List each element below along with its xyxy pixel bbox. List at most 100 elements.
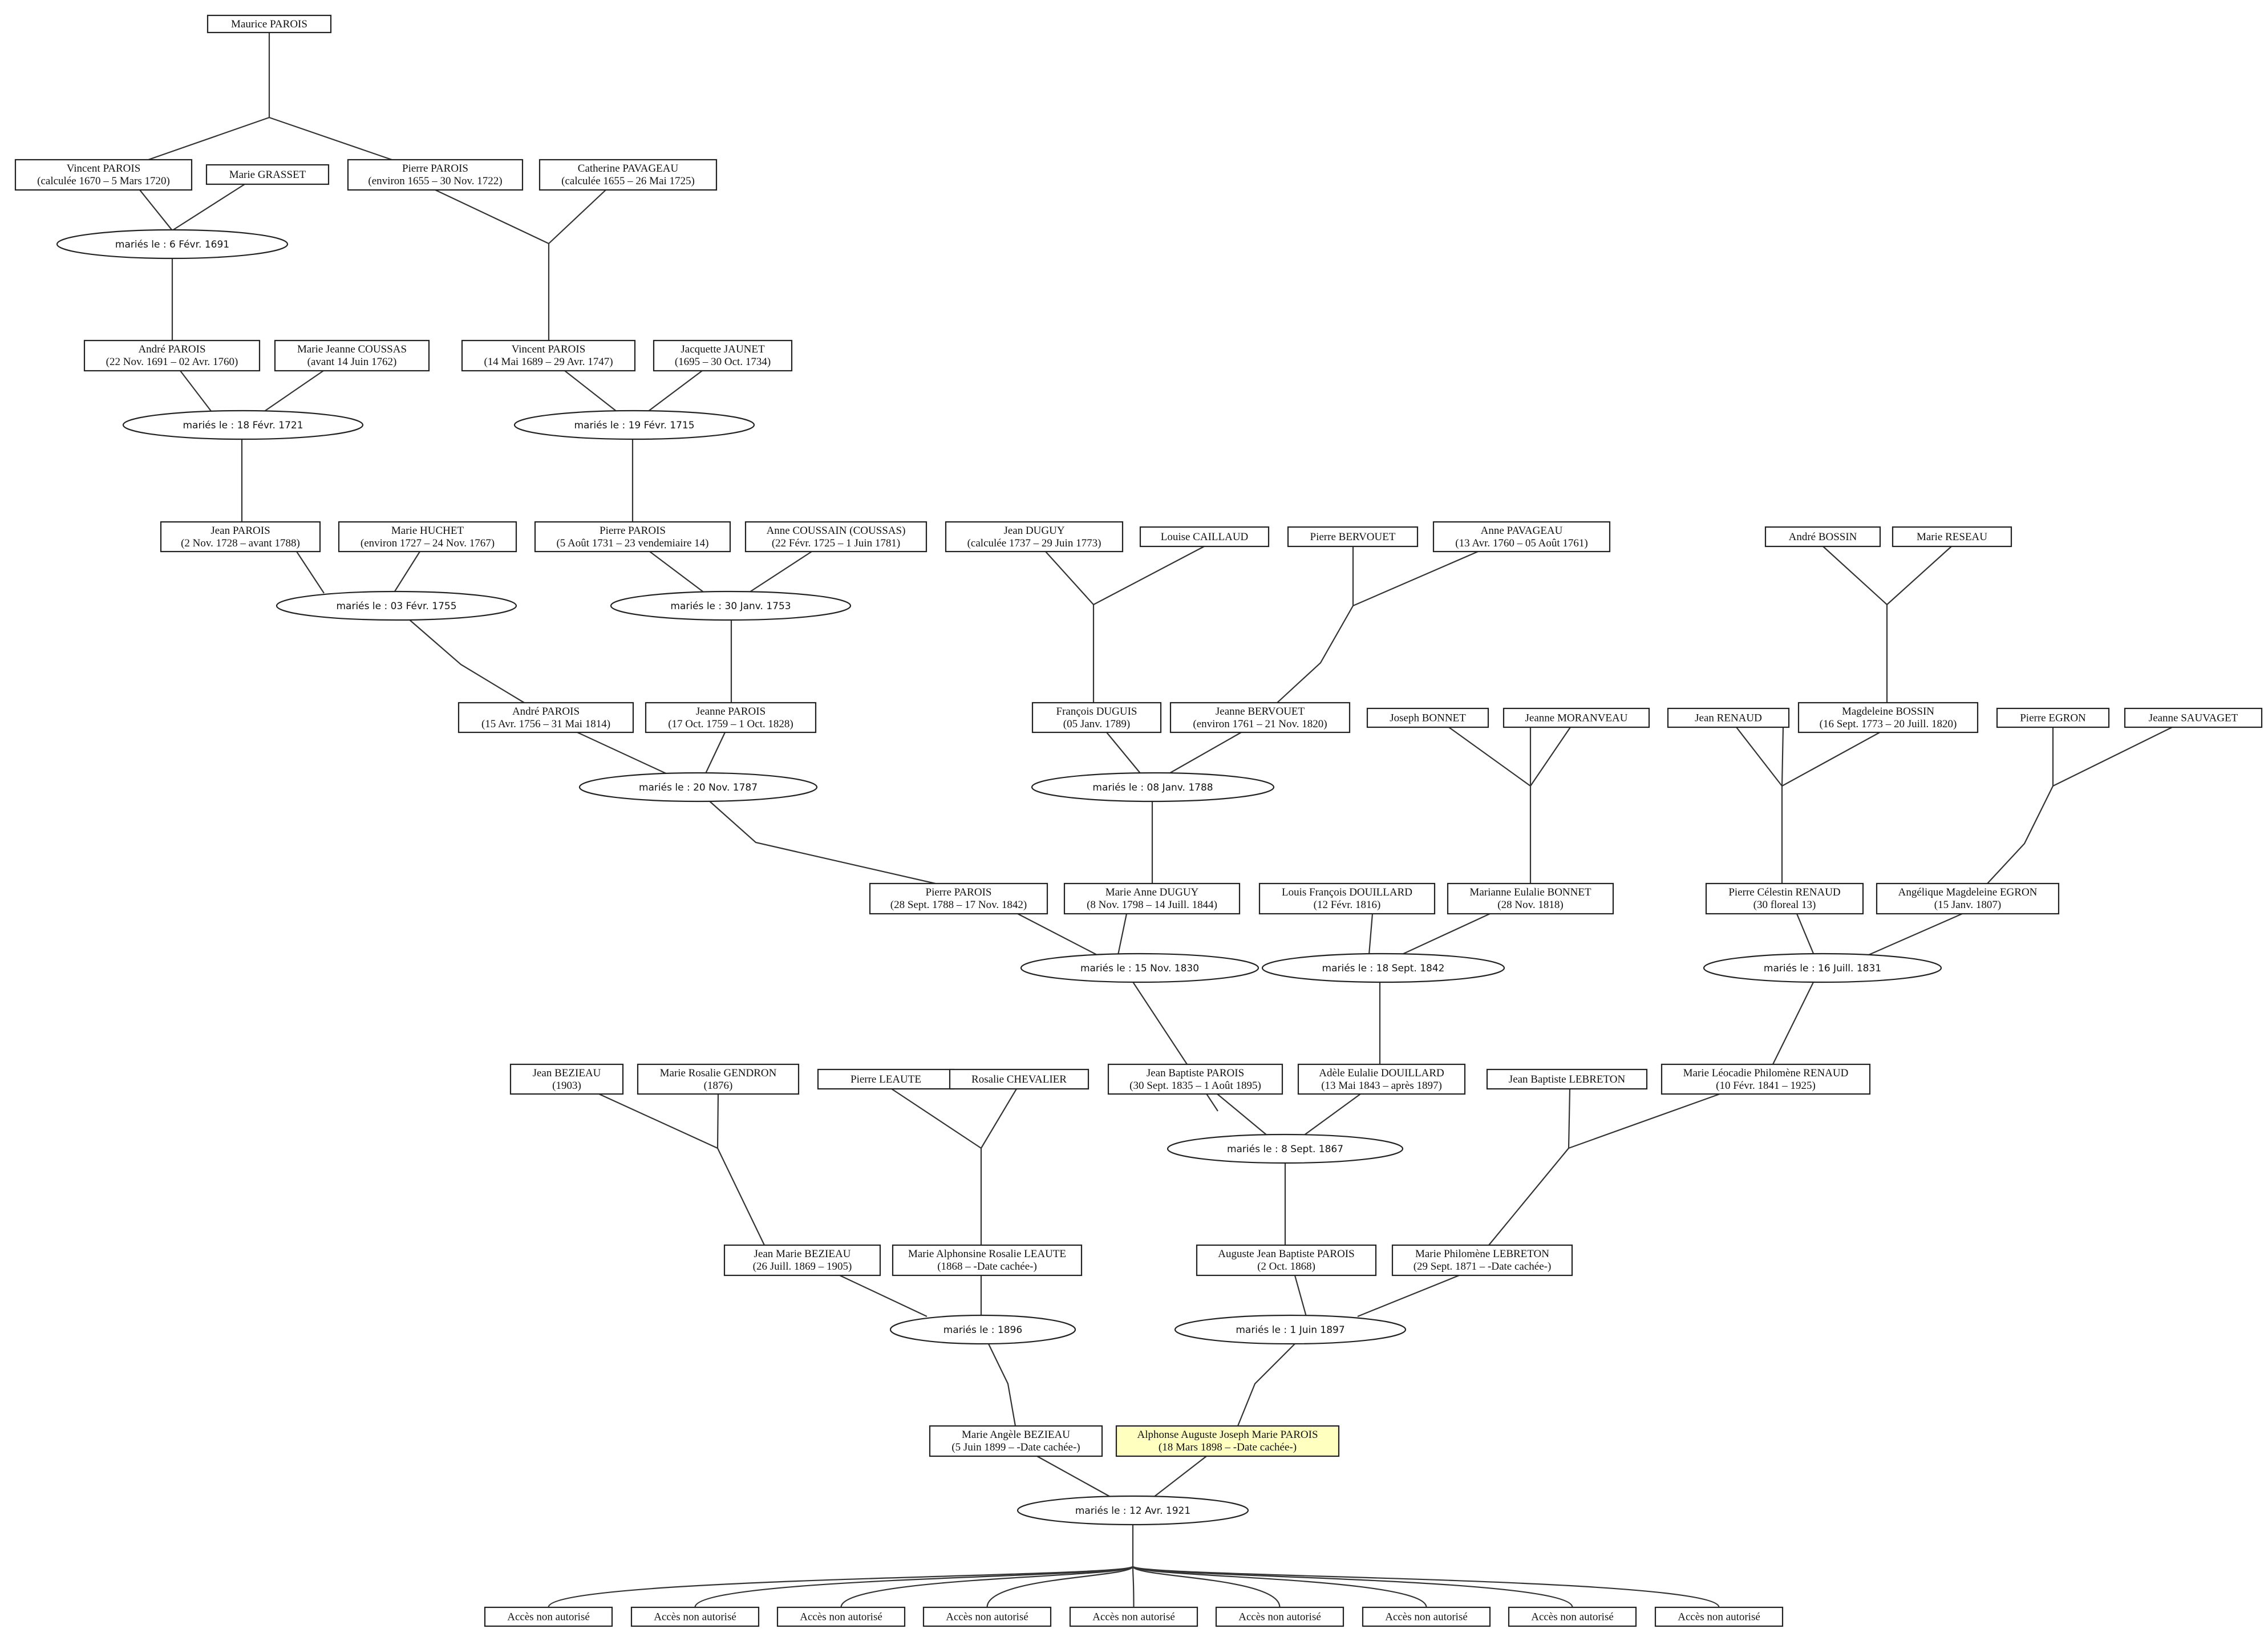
person-box[interactable]: Jean RENAUD [1667, 707, 1790, 728]
person-box[interactable]: Pierre PAROIS(28 Sept. 1788 – 17 Nov. 18… [869, 882, 1048, 915]
connector-line [1036, 1456, 1112, 1498]
person-nodes: Maurice PAROIS Vincent PAROIS(calculée 16… [14, 14, 2263, 1627]
marriage-node[interactable]: mariés le : 19 Févr. 1715 [513, 410, 755, 440]
marriage-node[interactable]: mariés le : 08 Janv. 1788 [1031, 772, 1275, 803]
person-box[interactable]: Jean BEZIEAU(1903) [509, 1063, 624, 1095]
connector-line [1294, 1275, 1307, 1317]
connector-line [708, 800, 936, 885]
restricted-child-box[interactable]: Accès non autorisé [1362, 1606, 1491, 1627]
person-box[interactable]: Jean Baptiste PAROIS(30 Sept. 1835 – 1 A… [1107, 1063, 1283, 1095]
person-dates: (13 Mai 1843 – après 1897) [1321, 1080, 1442, 1092]
person-box[interactable]: Marie RESEAU [1892, 526, 2012, 548]
person-box[interactable]: Pierre BERVOUET [1287, 526, 1419, 548]
person-box-frame [160, 521, 321, 553]
person-box[interactable]: Marie Léocadie Philomène RENAUD(10 Févr.… [1660, 1063, 1871, 1095]
person-box[interactable]: Jeanne SAUVAGET [2124, 707, 2263, 728]
connector-line [1568, 1093, 1720, 1149]
person-box[interactable]: Pierre Célestin RENAUD(30 floreal 13) [1705, 882, 1864, 915]
restricted-child-box[interactable]: Accès non autorisé [484, 1606, 613, 1627]
person-dates: (12 Févr. 1816) [1314, 899, 1381, 911]
tree-connectors [139, 33, 2173, 1608]
person-box[interactable]: Jeanne MORANVEAU [1502, 707, 1650, 728]
person-box[interactable]: Rosalie CHEVALIER [949, 1068, 1090, 1090]
restricted-child-box[interactable]: Accès non autorisé [1215, 1606, 1344, 1627]
person-box[interactable]: André PAROIS(22 Nov. 1691 – 02 Avr. 1760… [83, 339, 261, 372]
marriage-node[interactable]: mariés le : 18 Févr. 1721 [122, 410, 364, 440]
person-box[interactable]: Jean Marie BEZIEAU(26 Juill. 1869 – 1905… [723, 1244, 881, 1277]
person-box[interactable]: Jacquette JAUNET(1695 – 30 Oct. 1734) [653, 339, 793, 372]
person-box[interactable]: Marie Alphonsine Rosalie LEAUTE(1868 – -… [892, 1244, 1083, 1277]
person-box[interactable]: Marie Jeanne COUSSAS(avant 14 Juin 1762) [274, 339, 430, 372]
connector-line [1448, 727, 1531, 787]
person-box[interactable]: Anne PAVAGEAU(13 Avr. 1760 – 05 Août 176… [1432, 521, 1611, 553]
person-box[interactable]: Anne COUSSAIN (COUSSAS)(22 Févr. 1725 – … [744, 521, 928, 553]
marriage-node[interactable]: mariés le : 15 Nov. 1830 [1020, 953, 1259, 983]
person-box-frame [1258, 882, 1436, 915]
person-box[interactable]: Pierre PAROIS(environ 1655 – 30 Nov. 172… [347, 159, 524, 191]
person-box[interactable]: Louis François DOUILLARD(12 Févr. 1816) [1258, 882, 1436, 915]
person-box[interactable]: Vincent PAROIS(calculée 1670 – 5 Mars 17… [14, 159, 193, 191]
marriage-node[interactable]: mariés le : 16 Juill. 1831 [1703, 953, 1942, 983]
person-name: Marie RESEAU [1917, 531, 1987, 543]
person-box[interactable]: Marianne Eulalie BONNET(28 Nov. 1818) [1447, 882, 1614, 915]
person-box[interactable]: Joseph BONNET [1366, 707, 1489, 728]
connector-line [172, 184, 245, 231]
person-box[interactable]: Angélique Magdeleine EGRON(15 Janv. 1807… [1876, 882, 2060, 915]
marriage-ellipse [610, 590, 852, 621]
restricted-child-box[interactable]: Accès non autorisé [630, 1606, 760, 1627]
marriage-node[interactable]: mariés le : 1 Juin 1897 [1174, 1314, 1407, 1345]
person-box-frame [461, 339, 636, 372]
marriage-node[interactable]: mariés le : 8 Sept. 1867 [1167, 1133, 1404, 1164]
person-box[interactable]: Magdeleine BOSSIN(16 Sept. 1773 – 20 Jui… [1797, 702, 1979, 734]
person-box[interactable]: Pierre LEAUTE [817, 1068, 955, 1090]
restricted-child-box[interactable]: Accès non autorisé [1508, 1606, 1637, 1627]
marriage-node[interactable]: mariés le : 30 Janv. 1753 [610, 590, 852, 621]
person-box[interactable]: Marie Anne DUGUY(8 Nov. 1798 – 14 Juill.… [1063, 882, 1241, 915]
person-box[interactable]: Marie GRASSET [205, 164, 330, 185]
person-box[interactable]: André PAROIS(15 Avr. 1756 – 31 Mai 1814) [457, 702, 634, 734]
person-box-frame [457, 702, 634, 734]
person-box[interactable]: Catherine PAVAGEAU(calculée 1655 – 26 Ma… [538, 159, 718, 191]
person-box[interactable]: Jeanne BERVOUET(environ 1761 – 21 Nov. 1… [1169, 702, 1351, 734]
marriage-node[interactable]: mariés le : 18 Sept. 1842 [1261, 953, 1505, 983]
person-box[interactable]: Jean PAROIS(2 Nov. 1728 – avant 1788) [160, 521, 321, 553]
person-name: Anne COUSSAIN (COUSSAS) [767, 525, 906, 537]
person-box[interactable]: Auguste Jean Baptiste PAROIS(2 Oct. 1868… [1196, 1244, 1377, 1277]
restricted-child-box[interactable]: Accès non autorisé [922, 1606, 1052, 1627]
person-box[interactable]: Maurice PAROIS [206, 14, 332, 34]
marriage-node[interactable]: mariés le : 1896 [889, 1314, 1076, 1345]
person-box[interactable]: Louise CAILLAUD [1139, 526, 1270, 548]
person-box[interactable]: Alphonse Auguste Joseph Marie PAROIS(18 … [1115, 1425, 1340, 1457]
connector-line [139, 189, 173, 231]
person-box[interactable]: Adèle Eulalie DOUILLARD(13 Mai 1843 – ap… [1297, 1063, 1466, 1095]
person-box[interactable]: Marie HUCHET(environ 1727 – 24 Nov. 1767… [338, 521, 517, 553]
marriage-node[interactable]: mariés le : 03 Févr. 1755 [276, 590, 517, 621]
person-name: Marie Philomène LEBRETON [1415, 1248, 1549, 1260]
person-box[interactable]: Jean Baptiste LEBRETON [1486, 1068, 1648, 1090]
connector-line [180, 370, 212, 412]
person-box-frame [1107, 1063, 1283, 1095]
restricted-child-box[interactable]: Accès non autorisé [776, 1606, 906, 1627]
restricted-child-box[interactable]: Accès non autorisé [1069, 1606, 1198, 1627]
person-box[interactable]: Jeanne PAROIS(17 Oct. 1759 – 1 Oct. 1828… [645, 702, 817, 734]
person-box[interactable]: Jean DUGUY(calculée 1737 – 29 Juin 1773) [945, 521, 1124, 553]
marriage-ellipse [276, 590, 517, 621]
person-box[interactable]: Marie Rosalie GENDRON(1876) [637, 1063, 800, 1095]
person-box-frame [1797, 702, 1979, 734]
restricted-child-box[interactable]: Accès non autorisé [1654, 1606, 1784, 1627]
person-box-frame [945, 521, 1124, 553]
person-box[interactable]: François DUGUIS(05 Janv. 1789) [1031, 702, 1162, 734]
person-box[interactable]: Marie Angèle BEZIEAU(5 Juin 1899 – -Date… [929, 1425, 1103, 1457]
person-box[interactable]: André BOSSIN [1764, 526, 1881, 548]
person-box[interactable]: Vincent PAROIS(14 Mai 1689 – 29 Avr. 174… [461, 339, 636, 372]
person-box[interactable]: Marie Philomène LEBRETON(29 Sept. 1871 –… [1391, 1244, 1573, 1277]
person-box-frame [83, 339, 261, 372]
marriage-ellipse [513, 410, 755, 440]
marriage-node[interactable]: mariés le : 20 Nov. 1787 [578, 772, 818, 803]
person-dates: (calculée 1655 – 26 Mai 1725) [561, 175, 695, 187]
marriage-node[interactable]: mariés le : 6 Févr. 1691 [56, 229, 289, 260]
marriage-node[interactable]: mariés le : 12 Avr. 1921 [1016, 1495, 1249, 1526]
person-name: Accès non autorisé [507, 1611, 590, 1623]
person-box[interactable]: Pierre EGRON [1996, 707, 2110, 728]
person-box[interactable]: Pierre PAROIS(5 Août 1731 – 23 vendemiai… [534, 521, 731, 553]
